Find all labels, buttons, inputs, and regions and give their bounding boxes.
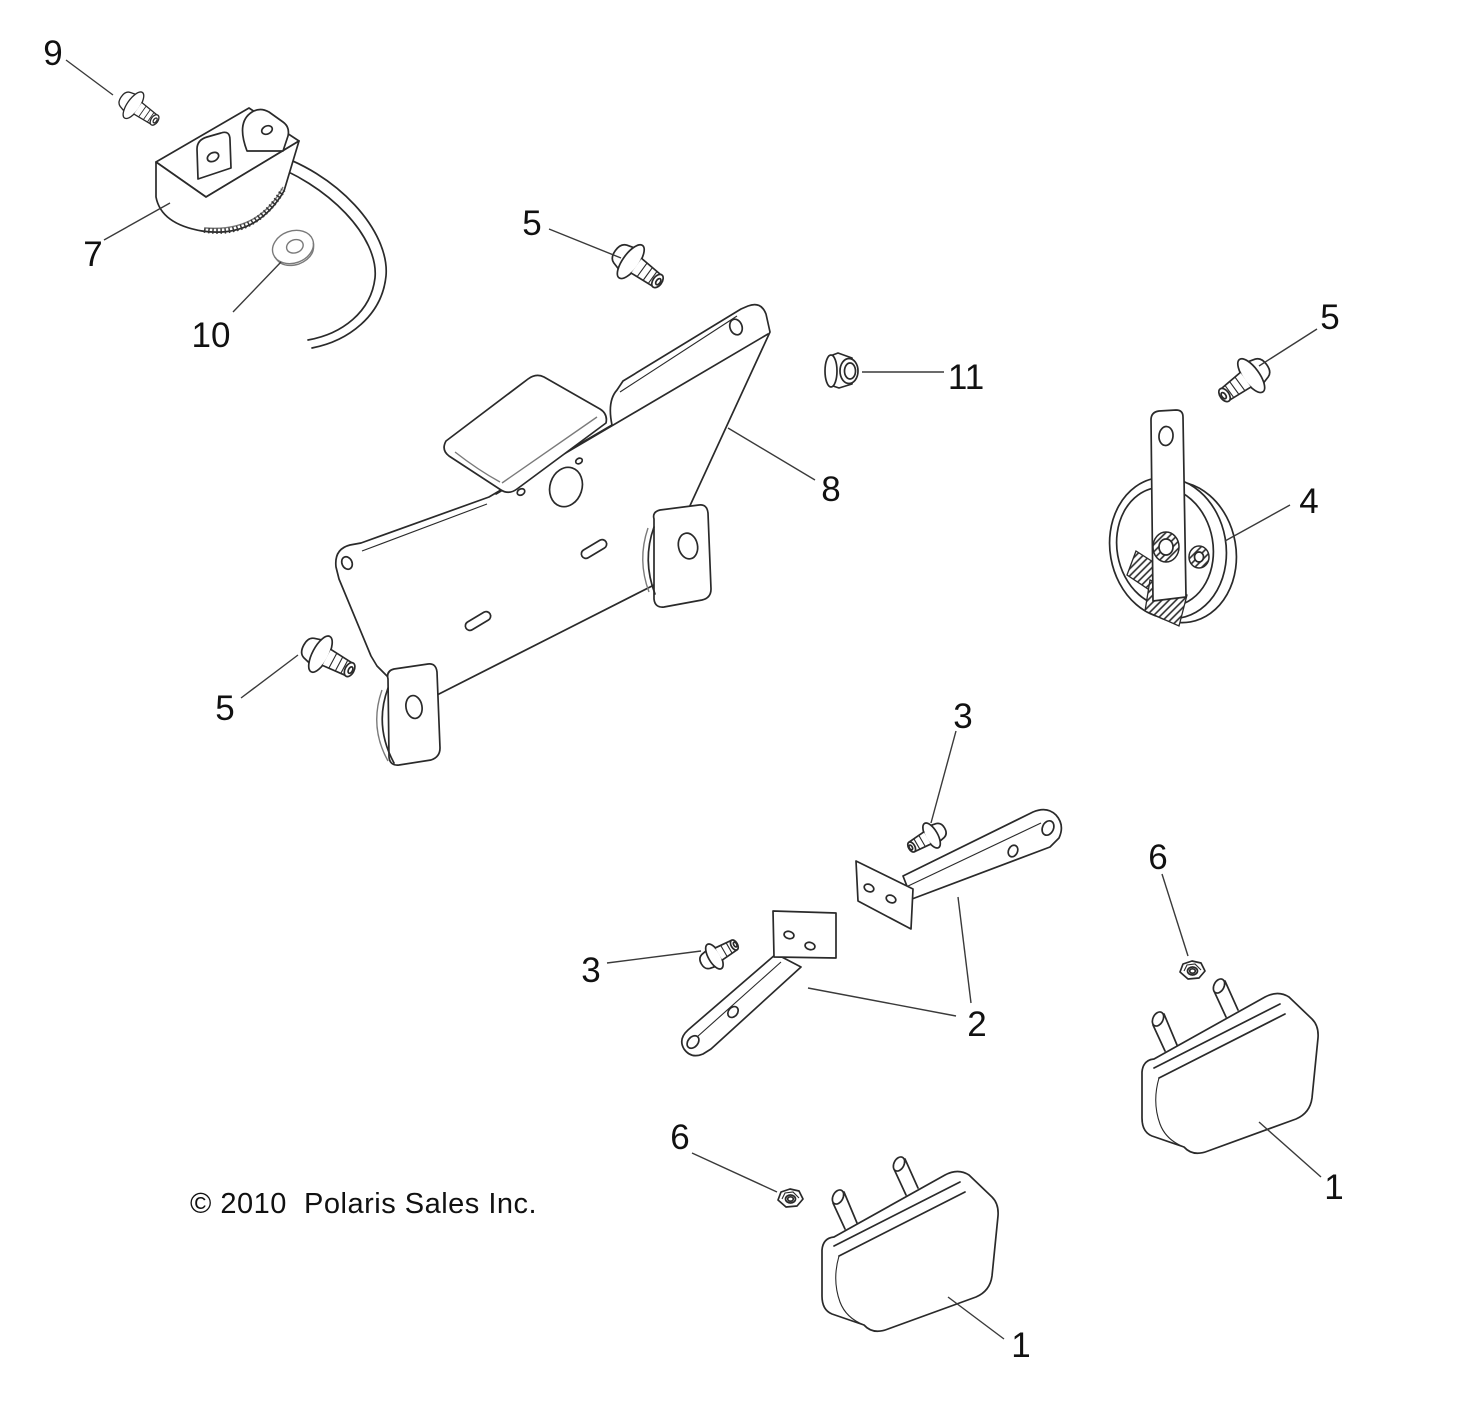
callout-5-top: 5 (522, 204, 541, 243)
callout-5-bottom: 5 (215, 689, 234, 728)
part-bracket-left (680, 910, 837, 1057)
part-plate-bracket (334, 303, 771, 766)
callout-3-top: 3 (953, 697, 972, 736)
part-screw-3-left (693, 930, 745, 977)
callout-8: 8 (821, 470, 840, 509)
part-bolt-5-bottom (293, 626, 364, 691)
part-bracket-right (855, 808, 1063, 930)
part-grommet (271, 229, 315, 267)
callout-1-right: 1 (1324, 1168, 1343, 1207)
callout-9: 9 (43, 34, 62, 73)
callout-6-right: 6 (1148, 838, 1167, 877)
callout-11: 11 (948, 358, 984, 397)
part-flange-nut-11 (824, 352, 859, 389)
wire-lead (261, 151, 387, 349)
copyright-notice: © 2010 Polaris Sales Inc. (190, 1188, 537, 1220)
part-reflector-bottom (821, 1154, 999, 1333)
part-screw-3-right (901, 815, 953, 862)
part-screw-9 (111, 83, 168, 136)
callout-5-right: 5 (1320, 298, 1339, 337)
part-reflector-right (1141, 976, 1319, 1155)
callout-10: 10 (192, 316, 231, 355)
part-bolt-5-top (602, 233, 674, 301)
part-horn (1108, 409, 1238, 627)
callout-2: 2 (967, 1005, 986, 1044)
part-nut-6-bottom (777, 1188, 804, 1208)
part-nut-6-right (1179, 960, 1206, 980)
callout-7: 7 (83, 235, 102, 274)
part-bolt-5-right (1208, 347, 1280, 415)
callout-6-bottom: 6 (670, 1118, 689, 1157)
callout-3-left: 3 (581, 951, 600, 990)
callout-4: 4 (1299, 482, 1318, 521)
part-flasher (155, 107, 300, 234)
leader-lines (65, 59, 1322, 1340)
callout-1-bottom: 1 (1011, 1326, 1030, 1365)
